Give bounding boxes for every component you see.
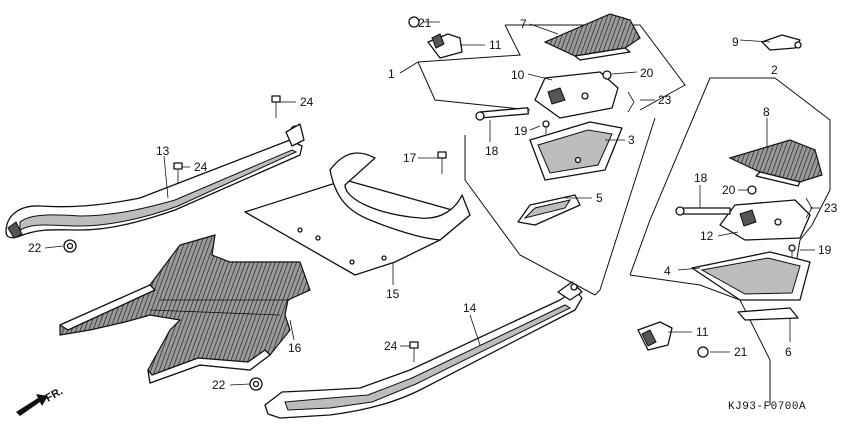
callout-14: 14: [463, 301, 477, 315]
nut-22-a: [63, 239, 77, 253]
clip-11-bottom: [637, 321, 673, 351]
nut-22-b: [249, 377, 263, 391]
step-cover-6: [737, 307, 799, 321]
assembly-2-outline: [629, 77, 831, 405]
callout-3: 3: [628, 133, 635, 147]
callout-22: 22: [28, 241, 42, 255]
callout-23-right: 23: [824, 201, 838, 215]
step-case-3: [529, 121, 623, 181]
callout-20: 20: [640, 66, 654, 80]
callout-10: 10: [511, 68, 525, 82]
step-bracket-12: [719, 199, 811, 241]
diagram-code: KJ93-F0700A: [728, 401, 806, 413]
floor-mat: [59, 234, 311, 384]
callout-12: 12: [700, 229, 714, 243]
clip-11-top: [427, 33, 463, 59]
callout-19: 19: [514, 124, 528, 138]
callout-5: 5: [596, 191, 603, 205]
nut-20-a: [602, 70, 612, 80]
callout-6: 6: [785, 345, 792, 359]
side-rail-right: [264, 281, 583, 419]
side-rail-left: [5, 123, 305, 239]
screw-19-b: [788, 244, 796, 258]
step-cover-7: [543, 13, 641, 61]
callout-8: 8: [763, 105, 770, 119]
screw-19-a: [542, 120, 550, 134]
pin-18-right: [675, 206, 731, 216]
clip-9: [761, 34, 802, 51]
callout-11: 11: [489, 38, 502, 52]
nut-20-b: [747, 185, 757, 195]
callout-11-right: 11: [696, 325, 709, 339]
nut-21-b: [697, 346, 709, 358]
bolt-17: [437, 151, 447, 174]
callout-13: 13: [156, 144, 170, 158]
callout-21-right: 21: [734, 345, 748, 359]
step-bracket-10: [534, 71, 619, 119]
bolt-24-a: [271, 95, 281, 118]
callout-19-right: 19: [818, 243, 832, 257]
step-cover-5: [517, 194, 581, 226]
nut-21-a: [408, 16, 420, 28]
callout-16: 16: [288, 341, 302, 355]
step-cover-8: [728, 139, 823, 187]
front-direction-label: FR.: [44, 385, 65, 404]
callout-24-bottom: 24: [384, 339, 398, 353]
callout-17: 17: [403, 151, 417, 165]
callout-numbers: 21 7 11 1 10 20 23 19 18 3 5 9 2 8 20 18…: [28, 16, 838, 392]
callout-18-right: 18: [694, 171, 708, 185]
callout-7: 7: [520, 17, 527, 31]
assembly-1-outline: [399, 24, 686, 296]
callout-24-left: 24: [194, 160, 208, 174]
floor-plate: [244, 152, 471, 276]
callout-21: 21: [418, 16, 432, 30]
callout-20-right: 20: [722, 183, 736, 197]
step-case-4: [691, 251, 811, 301]
leader-lines: [44, 21, 820, 386]
spring-pin-23-a: [627, 91, 635, 113]
callout-4: 4: [664, 264, 671, 278]
bolt-24-c: [409, 341, 419, 362]
callout-18: 18: [485, 144, 499, 158]
callout-22-bottom: 22: [212, 378, 226, 392]
callout-9: 9: [732, 35, 739, 49]
front-direction-arrow: FR.: [16, 385, 65, 416]
bolt-24-b: [173, 162, 183, 184]
callout-1: 1: [388, 67, 395, 81]
pin-18-top: [475, 107, 529, 121]
callout-24: 24: [300, 95, 314, 109]
callout-2: 2: [771, 63, 778, 77]
callout-23: 23: [658, 93, 672, 107]
callout-15: 15: [386, 287, 400, 301]
